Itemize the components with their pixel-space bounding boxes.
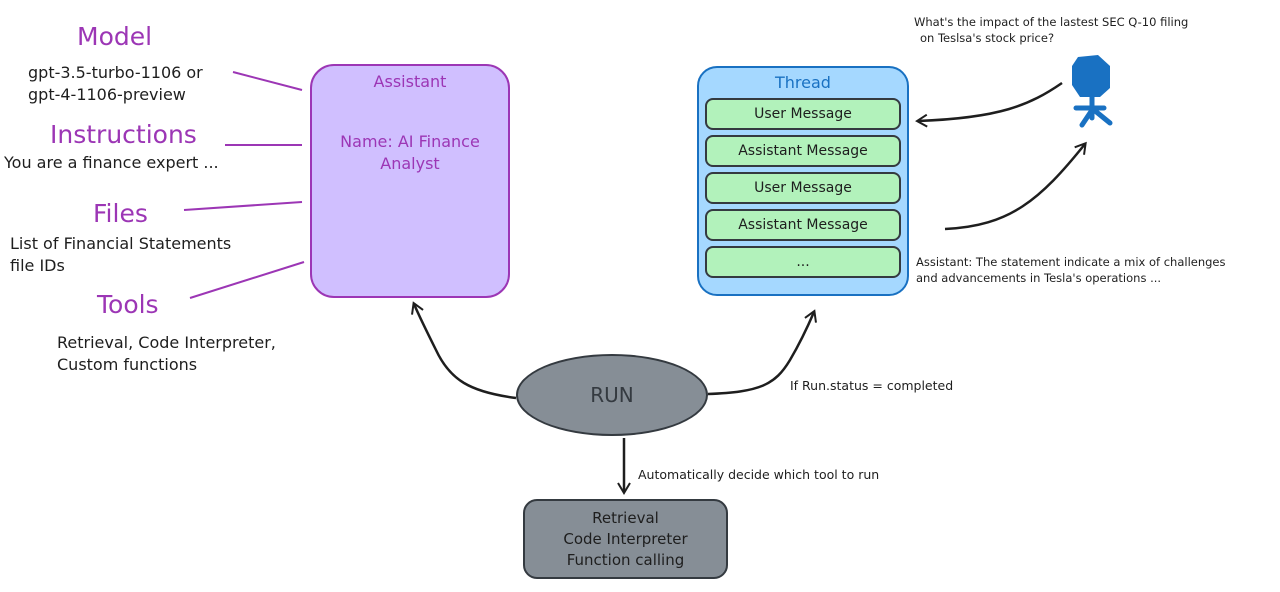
tool-retrieval: Retrieval (592, 509, 659, 527)
user-icon (1072, 55, 1113, 128)
assistant-reply-line-2: and advancements in Tesla's operations .… (916, 271, 1162, 285)
run-label: RUN (590, 383, 634, 407)
thread-to-user-arrow (944, 141, 1087, 231)
files-description: List of Financial Statements file IDs (10, 233, 231, 277)
assistant-title: Assistant (373, 72, 447, 91)
assistant-box[interactable]: Assistant Name: AI Finance Analyst (310, 64, 510, 298)
tools-line-1: Retrieval, Code Interpreter, (57, 333, 276, 352)
files-line-2: file IDs (10, 256, 65, 275)
user-question: What's the impact of the lastest SEC Q-1… (914, 14, 1188, 46)
thread-message[interactable]: Assistant Message (705, 209, 901, 241)
user-question-line-1: What's the impact of the lastest SEC Q-1… (914, 15, 1189, 29)
model-line-2: gpt-4-1106-preview (28, 85, 186, 104)
assistant-name-line-2: Analyst (380, 154, 440, 173)
tools-connector (189, 261, 305, 299)
assistant-reply-line-1: Assistant: The statement indicate a mix … (916, 255, 1226, 269)
assistant-reply: Assistant: The statement indicate a mix … (916, 254, 1226, 286)
files-heading: Files (93, 199, 148, 228)
assistant-name-line-1: Name: AI Finance (340, 132, 480, 151)
run-to-thread-arrow (707, 309, 817, 396)
thread-message[interactable]: User Message (705, 172, 901, 204)
thread-title: Thread (775, 73, 831, 92)
auto-decide-note: Automatically decide which tool to run (638, 467, 880, 482)
tool-code-interpreter: Code Interpreter (563, 530, 688, 548)
thread-message[interactable]: Assistant Message (705, 135, 901, 167)
thread-box[interactable]: Thread User Message Assistant Message Us… (697, 66, 909, 296)
run-completed-note: If Run.status = completed (790, 378, 954, 393)
tool-function-calling: Function calling (566, 551, 685, 569)
instructions-heading: Instructions (50, 120, 197, 149)
thread-message[interactable]: ... (705, 246, 901, 278)
user-to-thread-arrow (915, 81, 1063, 128)
thread-message[interactable]: User Message (705, 98, 901, 130)
tools-line-2: Custom functions (57, 355, 198, 374)
run-to-assistant-arrow (411, 301, 517, 400)
instructions-description: You are a finance expert ... (4, 153, 219, 172)
model-line-1: gpt-3.5-turbo-1106 or (28, 63, 203, 82)
tools-description: Retrieval, Code Interpreter, Custom func… (57, 332, 276, 376)
user-question-line-2: on Teslsa's stock price? (920, 31, 1055, 45)
files-line-1: List of Financial Statements (10, 234, 232, 253)
tools-heading: Tools (97, 290, 159, 319)
tools-box[interactable]: Retrieval Code Interpreter Function call… (523, 499, 728, 579)
model-connector (232, 71, 303, 91)
files-connector (183, 201, 303, 211)
model-description: gpt-3.5-turbo-1106 or gpt-4-1106-preview (28, 62, 203, 106)
model-heading: Model (77, 22, 153, 51)
run-node[interactable]: RUN (516, 354, 708, 436)
assistant-name: Name: AI Finance Analyst (312, 131, 508, 175)
